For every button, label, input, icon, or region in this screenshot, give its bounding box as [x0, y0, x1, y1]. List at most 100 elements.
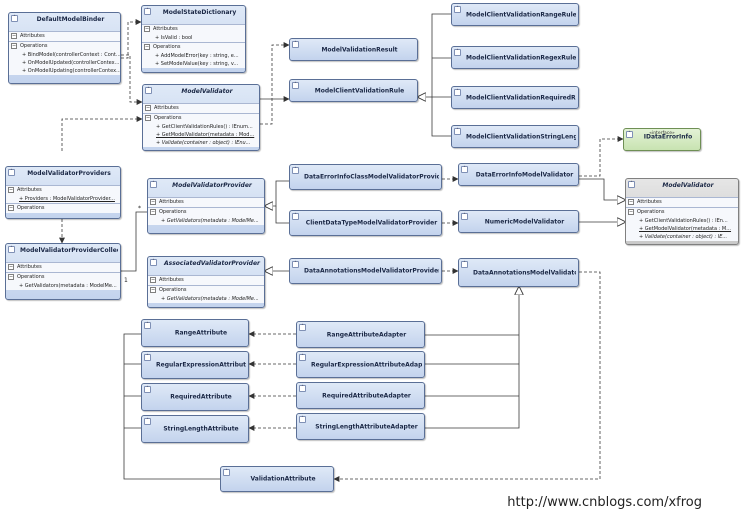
dependency-connector[interactable] [260, 42, 290, 125]
collapse-chevron-icon[interactable]: ˄ [223, 469, 230, 476]
collapse-chevron-icon[interactable]: ˄ [144, 386, 151, 393]
collapse-chevron-icon[interactable]: ˄ [626, 131, 633, 138]
collapse-chevron-icon[interactable]: ˄ [292, 213, 299, 220]
class-model-client-validation-range-rule[interactable]: ˄ModelClientValidationRangeRule [451, 3, 579, 26]
collapse-chevron-icon[interactable]: ˄ [8, 246, 15, 253]
collapse-chevron-icon[interactable]: ˄ [8, 169, 15, 176]
class-numeric-model-validator[interactable]: ˄NumericModelValidator [458, 210, 579, 233]
collapse-chevron-icon[interactable]: ˄ [461, 261, 468, 268]
relationship-connector[interactable] [418, 13, 451, 97]
class-associated-validator-provider[interactable]: ˄AssociatedValidatorProvider−Attributes−… [147, 256, 265, 308]
attributes-section-header[interactable]: −Attributes [148, 276, 264, 285]
operations-section-header[interactable]: −Operations [9, 42, 120, 51]
class-string-length-attribute-adapter[interactable]: ˄StringLengthAttributeAdapter [296, 413, 425, 440]
operations-section-header[interactable]: −Operations [148, 286, 264, 295]
collapse-chevron-icon[interactable]: ˄ [292, 41, 299, 48]
class-model-validator[interactable]: ˄ModelValidator−Attributes−Operations+ G… [142, 84, 260, 151]
collapse-chevron-icon[interactable]: ˄ [454, 128, 461, 135]
operation-item[interactable]: + SetModelValue(key : string, v... [155, 61, 239, 67]
collapse-toggle-icon[interactable]: − [144, 44, 150, 50]
attributes-section-header[interactable]: −Attributes [148, 198, 264, 207]
dependency-connector[interactable] [61, 116, 143, 151]
collapse-toggle-icon[interactable]: − [145, 115, 151, 121]
collapse-chevron-icon[interactable]: ˄ [144, 418, 151, 425]
class-range-attribute[interactable]: ˄RangeAttribute [141, 319, 249, 347]
collapse-chevron-icon[interactable]: ˄ [292, 167, 299, 174]
dependency-connector[interactable] [579, 136, 624, 177]
class-model-client-validation-string-length[interactable]: ˄ModelClientValidationStringLengt... [451, 125, 579, 148]
class-data-annotations-model-validator[interactable]: ˄DataAnnotationsModelValidator [458, 258, 579, 287]
collapse-toggle-icon[interactable]: − [8, 264, 14, 270]
operation-item[interactable]: + GetValidators(metadata : ModelMe... [161, 218, 259, 224]
operation-item[interactable]: + GetModelValidator(metadata : M... [639, 226, 732, 232]
class-model-client-validation-regex-rule[interactable]: ˄ModelClientValidationRegexRule [451, 46, 579, 69]
collapse-chevron-icon[interactable]: ˄ [150, 259, 157, 266]
class-model-validation-result[interactable]: ˄ModelValidationResult [289, 38, 418, 61]
operation-item[interactable]: + OnModelUpdating(controllerContex... [22, 68, 120, 74]
operation-item[interactable]: + AddModelError(key : string, e... [155, 53, 239, 59]
attributes-section-header[interactable]: −Attributes [142, 25, 245, 34]
collapse-chevron-icon[interactable]: ˄ [461, 213, 468, 220]
operations-section-header[interactable]: −Operations [6, 273, 120, 282]
relationship-connector[interactable] [425, 300, 520, 429]
operations-section-header[interactable]: −Operations [6, 204, 120, 213]
collapse-toggle-icon[interactable]: − [8, 274, 14, 280]
collapse-toggle-icon[interactable]: − [150, 287, 156, 293]
relationship-connector[interactable] [579, 178, 625, 200]
collapse-chevron-icon[interactable]: ˄ [628, 181, 635, 188]
attribute-item[interactable]: + Providers : ModelValidatorProvider... [19, 196, 115, 202]
class-range-attribute-adapter[interactable]: ˄RangeAttributeAdapter [296, 321, 425, 348]
attributes-section-header[interactable]: −Attributes [626, 198, 738, 207]
operation-item[interactable]: + GetClientValidationRules() : IEn... [639, 218, 728, 224]
collapse-toggle-icon[interactable]: − [145, 105, 151, 111]
class-model-validator-ref[interactable]: ˄ModelValidator−Attributes−Operations+ G… [625, 178, 739, 245]
collapse-chevron-icon[interactable]: ˄ [299, 385, 306, 392]
collapse-chevron-icon[interactable]: ˄ [454, 49, 461, 56]
class-string-length-attribute[interactable]: ˄StringLengthAttribute [141, 415, 249, 443]
collapse-toggle-icon[interactable]: − [8, 205, 14, 211]
collapse-toggle-icon[interactable]: − [11, 43, 17, 49]
collapse-chevron-icon[interactable]: ˄ [144, 354, 151, 361]
collapse-toggle-icon[interactable]: − [150, 209, 156, 215]
class-client-data-type-model-validator-provider[interactable]: ˄ClientDataTypeModelValidatorProvider [289, 210, 442, 236]
class-model-state-dictionary[interactable]: ˄ModelStateDictionary−Attributes+ IsVali… [141, 5, 246, 73]
collapse-chevron-icon[interactable]: ˄ [454, 6, 461, 13]
collapse-chevron-icon[interactable]: ˄ [299, 416, 306, 423]
collapse-toggle-icon[interactable]: − [144, 26, 150, 32]
class-regular-expression-attribute[interactable]: ˄RegularExpressionAttribute [141, 351, 249, 379]
dependency-connector[interactable] [121, 54, 143, 105]
class-model-validator-providers[interactable]: ˄ModelValidatorProviders−Attributes+ Pro… [5, 166, 121, 219]
aggregation-connector[interactable] [110, 211, 147, 275]
collapse-chevron-icon[interactable]: ˄ [144, 322, 151, 329]
relationship-connector[interactable] [431, 97, 451, 137]
dependency-connector[interactable] [121, 19, 142, 59]
class-model-client-validation-required-rule[interactable]: ˄ModelClientValidationRequiredRule [451, 86, 579, 109]
collapse-chevron-icon[interactable]: ˄ [150, 181, 157, 188]
operation-item[interactable]: + Validate(container : object) : IEnu... [156, 140, 251, 146]
class-data-error-info-class-model-validator-provider[interactable]: ˄DataErrorInfoClassModelValidatorProvide… [289, 164, 442, 190]
class-model-validator-provider[interactable]: ˄ModelValidatorProvider−Attributes−Opera… [147, 178, 265, 234]
collapse-chevron-icon[interactable]: ˄ [145, 87, 152, 94]
operations-section-header[interactable]: −Operations [626, 208, 738, 217]
collapse-chevron-icon[interactable]: ˄ [461, 166, 468, 173]
operation-item[interactable]: + GetValidators(metadata : ModelMe... [19, 283, 117, 289]
operations-section-header[interactable]: −Operations [148, 208, 264, 217]
attributes-section-header[interactable]: −Attributes [143, 104, 259, 113]
class-validation-attribute[interactable]: ˄ValidationAttribute [220, 466, 334, 492]
attributes-section-header[interactable]: −Attributes [9, 32, 120, 41]
class-regular-expression-attribute-adapter[interactable]: ˄RegularExpressionAttributeAdapter [296, 351, 425, 378]
collapse-chevron-icon[interactable]: ˄ [454, 89, 461, 96]
class-data-annotations-model-validator-provider[interactable]: ˄DataAnnotationsModelValidatorProvider [289, 258, 442, 284]
operations-section-header[interactable]: −Operations [143, 114, 259, 123]
collapse-chevron-icon[interactable]: ˄ [292, 261, 299, 268]
collapse-toggle-icon[interactable]: − [628, 209, 634, 215]
operation-item[interactable]: + OnModelUpdated(controllerContex... [22, 60, 120, 66]
relationship-connector[interactable] [265, 180, 289, 206]
relationship-connector[interactable] [123, 333, 220, 480]
class-data-error-info-model-validator[interactable]: ˄DataErrorInfoModelValidator [458, 163, 579, 186]
collapse-chevron-icon[interactable]: ˄ [299, 324, 306, 331]
relationship-connector[interactable] [275, 206, 289, 224]
collapse-toggle-icon[interactable]: − [11, 33, 17, 39]
class-required-attribute-adapter[interactable]: ˄RequiredAttributeAdapter [296, 382, 425, 409]
collapse-toggle-icon[interactable]: − [8, 187, 14, 193]
